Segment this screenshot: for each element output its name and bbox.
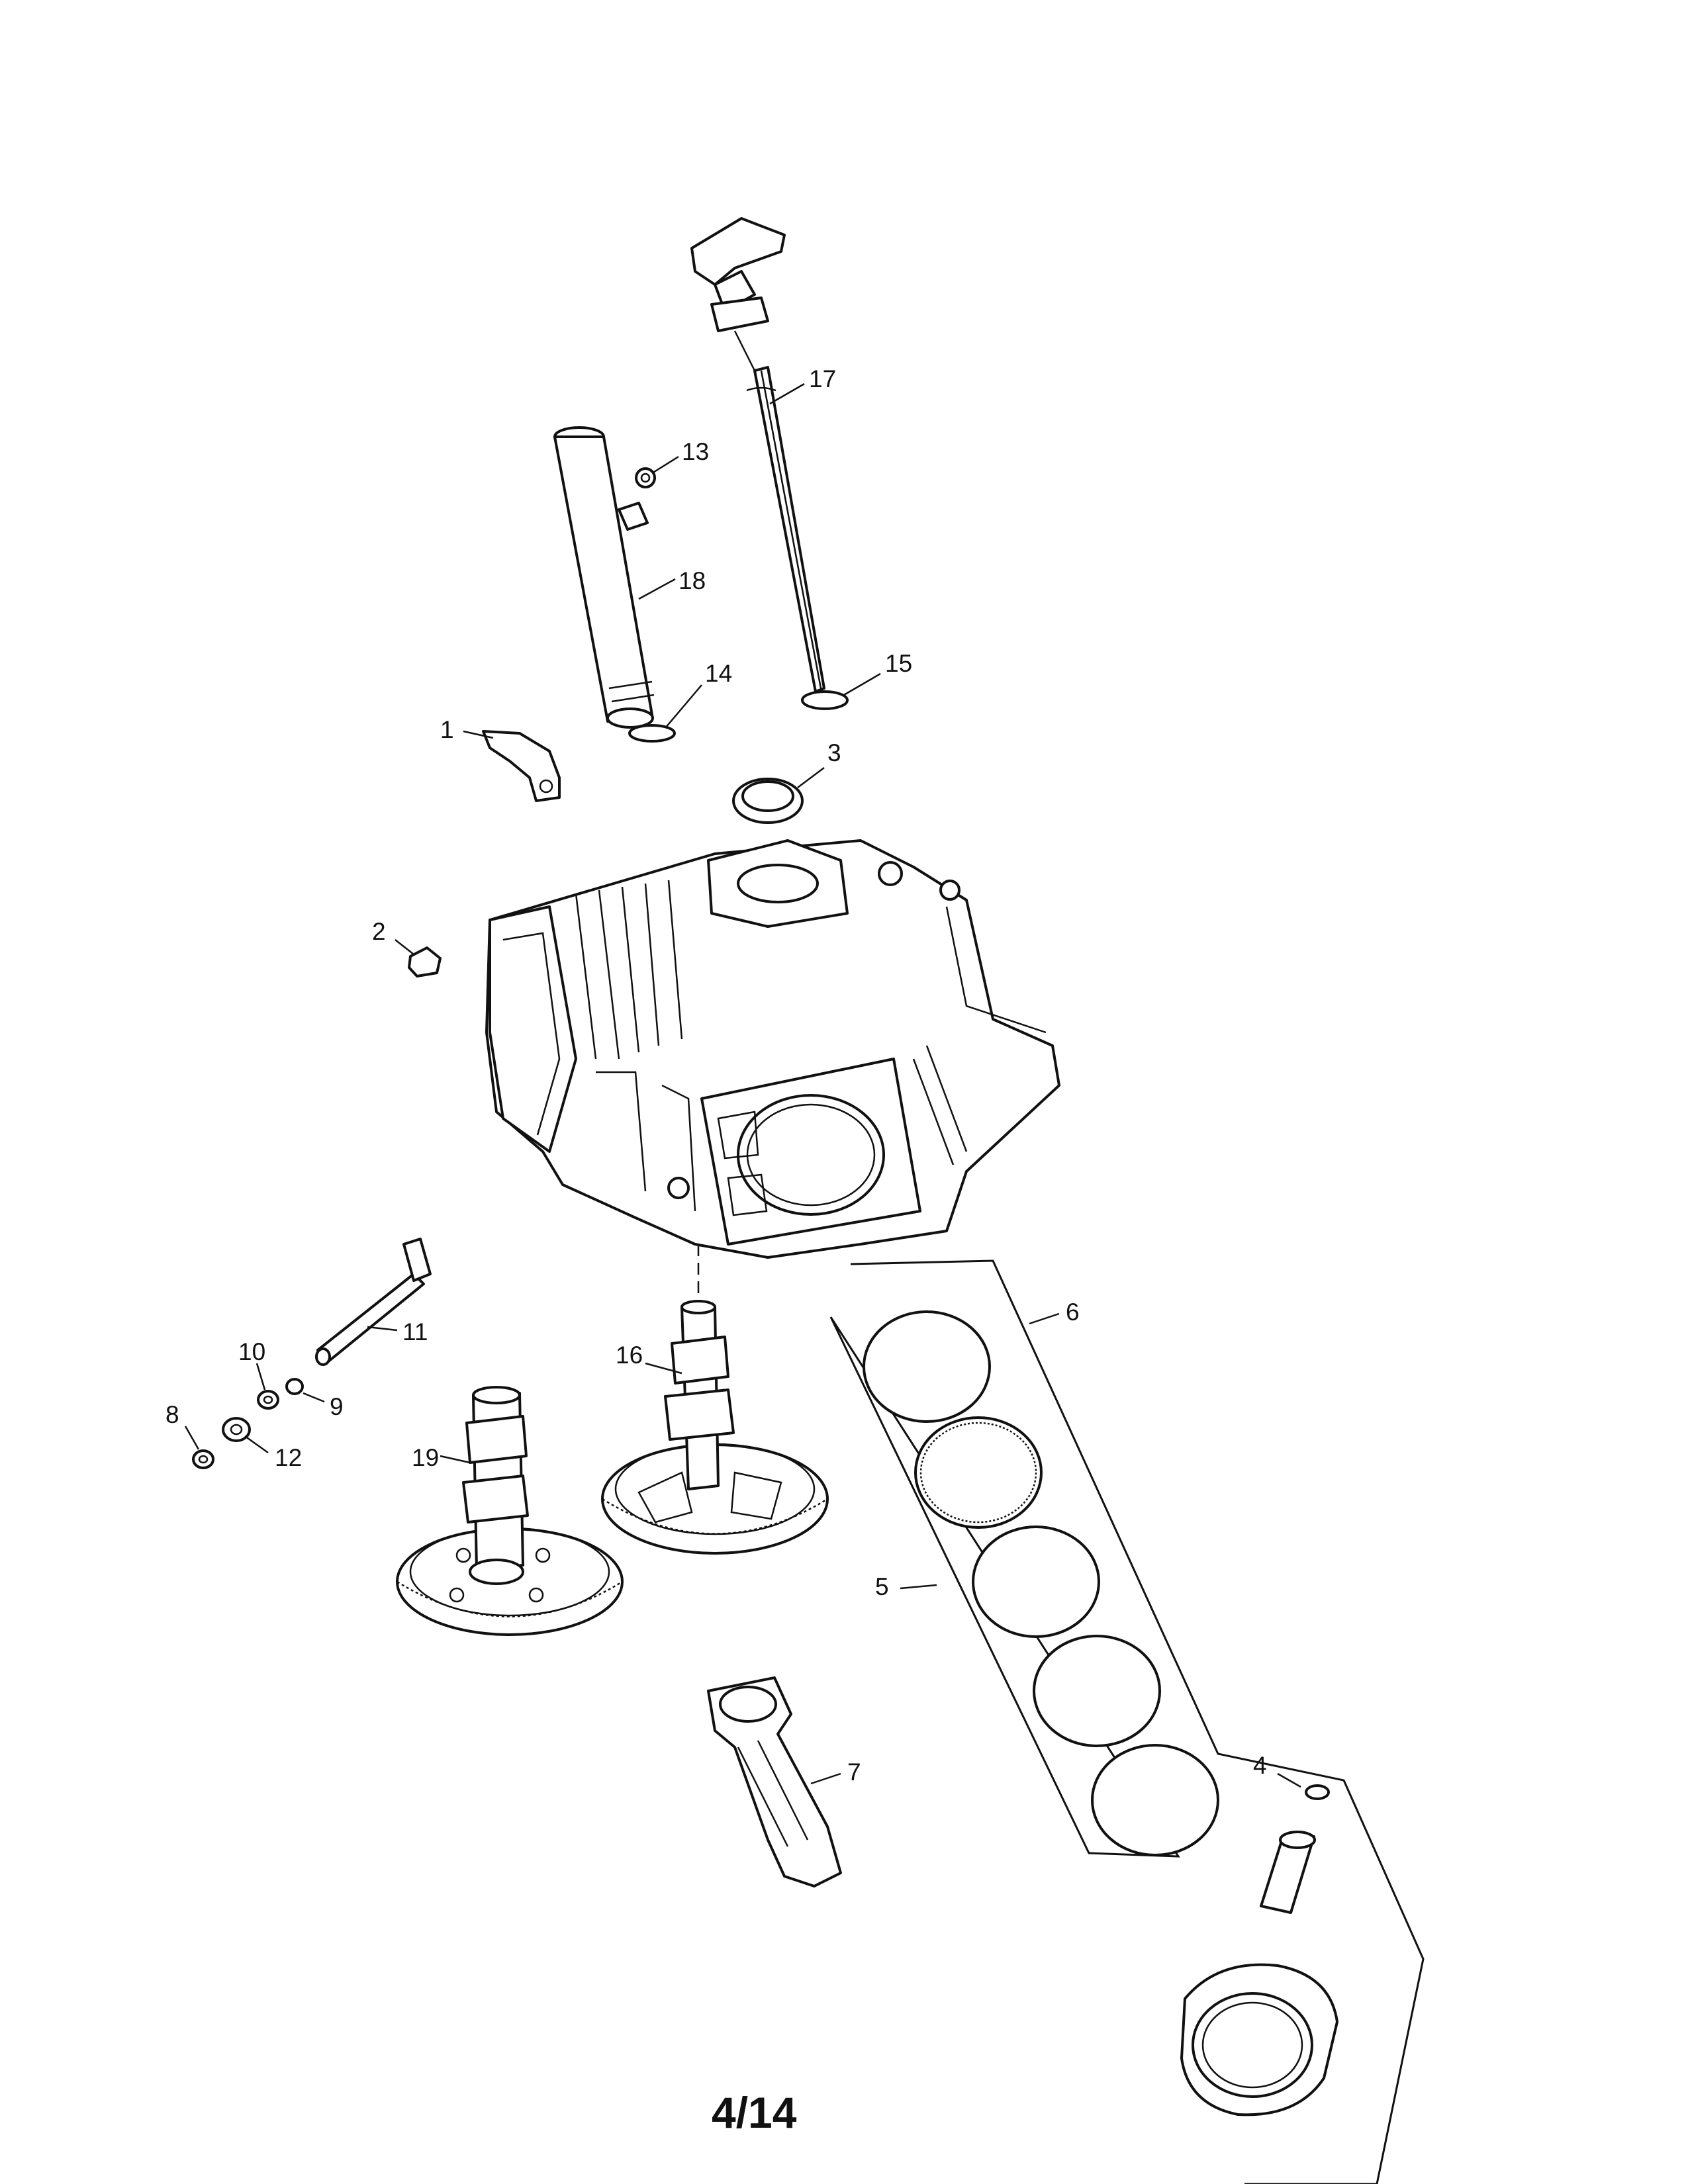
callout-12: 12 <box>275 1444 302 1471</box>
oil-fill-tube <box>553 426 655 729</box>
leader-17 <box>769 383 805 405</box>
callout-19: 19 <box>412 1444 439 1471</box>
washer-12 <box>222 1417 251 1442</box>
leader-8 <box>184 1426 200 1450</box>
callout-3: 3 <box>827 739 841 766</box>
leader-15 <box>843 672 881 696</box>
callout-16: 16 <box>616 1342 643 1369</box>
callout-4: 4 <box>1253 1752 1267 1779</box>
callout-10: 10 <box>238 1338 265 1365</box>
camshaft-19 <box>396 1386 624 1636</box>
leader-3 <box>797 767 825 788</box>
leader-4 <box>1277 1772 1301 1788</box>
callout-2: 2 <box>372 918 386 945</box>
leader-19 <box>440 1455 471 1464</box>
crankcase <box>485 839 1060 1259</box>
callout-6: 6 <box>1066 1298 1080 1326</box>
plug-2 <box>408 946 442 978</box>
leader-6 <box>1029 1312 1060 1325</box>
circlip-4 <box>1305 1784 1330 1800</box>
leader-1 <box>463 730 494 739</box>
leader-11 <box>367 1326 398 1332</box>
leader-9 <box>303 1392 325 1403</box>
callout-1: 1 <box>440 716 454 743</box>
leader-14 <box>665 684 702 729</box>
callout-9: 9 <box>330 1393 344 1420</box>
leader-16 <box>645 1362 682 1375</box>
callout-11: 11 <box>402 1318 428 1345</box>
page-number: 4/14 <box>712 2088 797 2137</box>
callout-labels: 1 2 3 4 5 6 7 8 9 10 11 12 13 14 15 16 1… <box>165 365 1267 1786</box>
callout-8: 8 <box>165 1401 179 1428</box>
washer-10 <box>257 1390 279 1410</box>
leader-7 <box>810 1772 841 1785</box>
rod-11 <box>315 1238 432 1366</box>
piston-rings <box>863 1310 1219 1856</box>
callout-15: 15 <box>885 650 912 677</box>
callout-13: 13 <box>682 438 709 465</box>
nut-13 <box>635 467 656 488</box>
wrist-pin <box>1260 1831 1316 1914</box>
callout-7: 7 <box>847 1758 861 1786</box>
leader-5 <box>900 1584 937 1590</box>
camshaft-16 <box>601 1300 829 1555</box>
washer-8 <box>192 1449 214 1469</box>
callout-17: 17 <box>809 365 836 392</box>
leader-10 <box>256 1363 266 1390</box>
callout-14: 14 <box>705 660 732 687</box>
leader-13 <box>651 455 679 475</box>
ring-9 <box>285 1378 304 1395</box>
dipstick <box>690 217 825 693</box>
connecting-rod-7 <box>707 1676 842 1888</box>
callout-5: 5 <box>875 1573 889 1600</box>
bracket-1 <box>482 730 561 802</box>
oil-seal-3 <box>732 778 804 824</box>
o-ring-14 <box>628 724 676 743</box>
callout-18: 18 <box>679 567 706 594</box>
leader-18 <box>638 578 676 600</box>
piston <box>1180 1963 1338 2116</box>
leader-12 <box>244 1435 269 1454</box>
leader-2 <box>395 939 414 955</box>
o-ring-15 <box>801 690 849 710</box>
